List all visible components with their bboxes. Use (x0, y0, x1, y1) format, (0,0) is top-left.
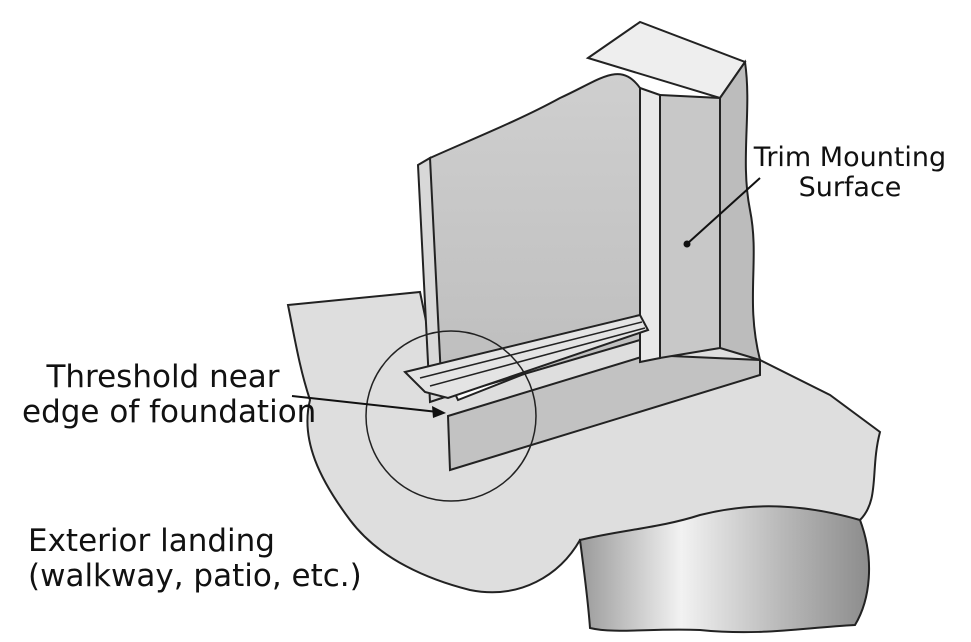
trim-leader-dot (683, 240, 691, 248)
landing-label-line1: Exterior landing (28, 523, 275, 559)
trim-label-line2: Surface (798, 172, 902, 204)
threshold-groove-1 (419, 321, 643, 379)
wall-edge (416, 156, 444, 404)
exterior-landing-label: Exterior landing (walkway, patio, etc.) (28, 524, 362, 593)
right-wall-block (719, 59, 762, 362)
slab-side-face (578, 505, 870, 634)
threshold-label-line1: Threshold near (46, 359, 280, 395)
foundation-face (446, 353, 761, 472)
threshold-label: Threshold near edge of foundation (22, 359, 317, 430)
threshold-leader (291, 395, 439, 413)
threshold-label-line2: edge of foundation (22, 393, 317, 430)
trim-mounting-surface (659, 93, 721, 360)
landing-label-line2: (walkway, patio, etc.) (28, 557, 362, 594)
trim-leader (687, 177, 761, 244)
trim-mounting-surface-label: Trim Mounting Surface (745, 142, 955, 204)
threshold-arrowhead (432, 406, 446, 418)
trim-label-line1: Trim Mounting (753, 142, 947, 173)
detail-circle (365, 330, 537, 502)
threshold-groove-2 (429, 327, 646, 387)
